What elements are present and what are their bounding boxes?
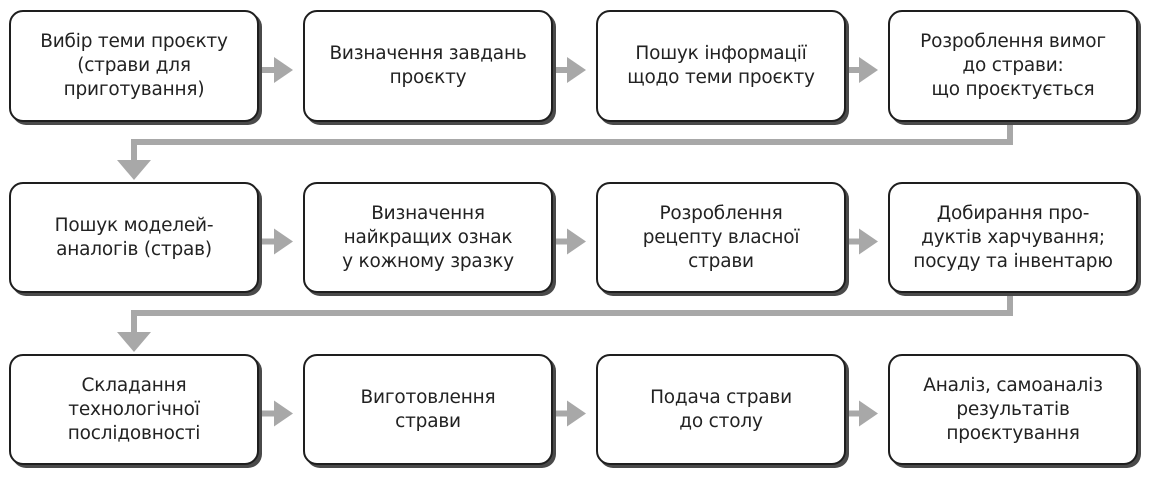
step-label-line: Розроблення	[659, 202, 783, 224]
step-label-line: до столу	[679, 410, 763, 432]
step-label-line: результатів	[956, 398, 1070, 420]
step-label: Пошук інформації щодо теми проєкту	[627, 42, 815, 90]
arrow-right-icon	[567, 228, 586, 255]
step-label-line: технологічної	[68, 398, 200, 420]
step-label-line: страви	[395, 410, 461, 432]
step-label-line: аналогів (страв)	[56, 238, 212, 260]
step-label: Пошук моделей-аналогів (страв)	[55, 214, 214, 262]
step-label-line: рецепту власної	[642, 226, 800, 248]
step-label-line: що проєктується	[931, 79, 1095, 100]
step-label-line: дуктів харчування;	[921, 226, 1105, 248]
step-label: Розроблення вимог до страви: що проєктуєть…	[920, 30, 1106, 102]
step-label-line: Подача страви	[650, 386, 792, 408]
step-label-line: Пошук моделей-	[54, 214, 214, 236]
step-label-line: проєкту	[389, 67, 467, 88]
arrow-right-icon	[859, 57, 878, 83]
row-wrap-connector-s8-s9	[131, 296, 1013, 332]
step-label: Визначення завдань проєкту	[329, 42, 526, 90]
step-label-line: приготування)	[63, 79, 205, 100]
arrow-down-icon	[117, 332, 151, 352]
step-label-line: Вибір теми проєкту	[40, 31, 228, 52]
step-label: Вибір теми проєкту (страви для приготуванн…	[40, 30, 228, 102]
arrow-right-icon	[567, 57, 586, 83]
step-box-s2: Визначення завдань проєкту	[303, 10, 553, 122]
row-wrap-connector-s4-s5	[131, 125, 1013, 160]
step-label-line: Визначення завдань	[329, 43, 527, 64]
step-label-line: у кожному зразку	[342, 250, 514, 272]
step-label-line: найкращих ознак	[343, 226, 513, 248]
step-label-line: (страви для	[77, 55, 191, 76]
step-label: Добирання про-дуктів харчування;посуду т…	[913, 202, 1113, 274]
step-label-line: Визначення	[371, 202, 485, 224]
step-label-line: страви	[688, 250, 754, 272]
step-label-line: послідовності	[67, 422, 201, 444]
arrow-right-icon	[859, 400, 878, 427]
step-label-line: посуду та інвентарю	[913, 250, 1113, 272]
arrow-right-icon	[859, 228, 878, 255]
step-label-line: проєктування	[946, 422, 1080, 444]
step-box-s5: Пошук моделей-аналогів (страв)	[9, 182, 259, 293]
step-box-s3: Пошук інформації щодо теми проєкту	[596, 10, 846, 122]
step-label-line: Добирання про-	[936, 202, 1090, 224]
arrow-right-icon	[274, 57, 293, 83]
arrow-right-icon	[567, 400, 586, 427]
arrow-right-icon	[274, 228, 293, 255]
step-label-line: до страви:	[962, 55, 1064, 76]
step-label-line: Виготовлення	[360, 386, 496, 408]
step-label-line: щодо теми проєкту	[627, 67, 815, 88]
arrow-down-icon	[117, 160, 151, 180]
step-label-line: Розроблення вимог	[920, 31, 1106, 52]
step-box-s8: Добирання про-дуктів харчування;посуду т…	[888, 182, 1138, 293]
step-box-s1: Вибір теми проєкту (страви для приготуванн…	[9, 10, 259, 122]
arrow-right-icon	[274, 400, 293, 427]
step-label-line: Пошук інформації	[635, 43, 807, 64]
step-box-s4: Розроблення вимог до страви: що проєктуєть…	[888, 10, 1138, 122]
step-label-line: Складання	[81, 374, 187, 396]
step-label-line: Аналіз, самоаналіз	[923, 374, 1103, 396]
